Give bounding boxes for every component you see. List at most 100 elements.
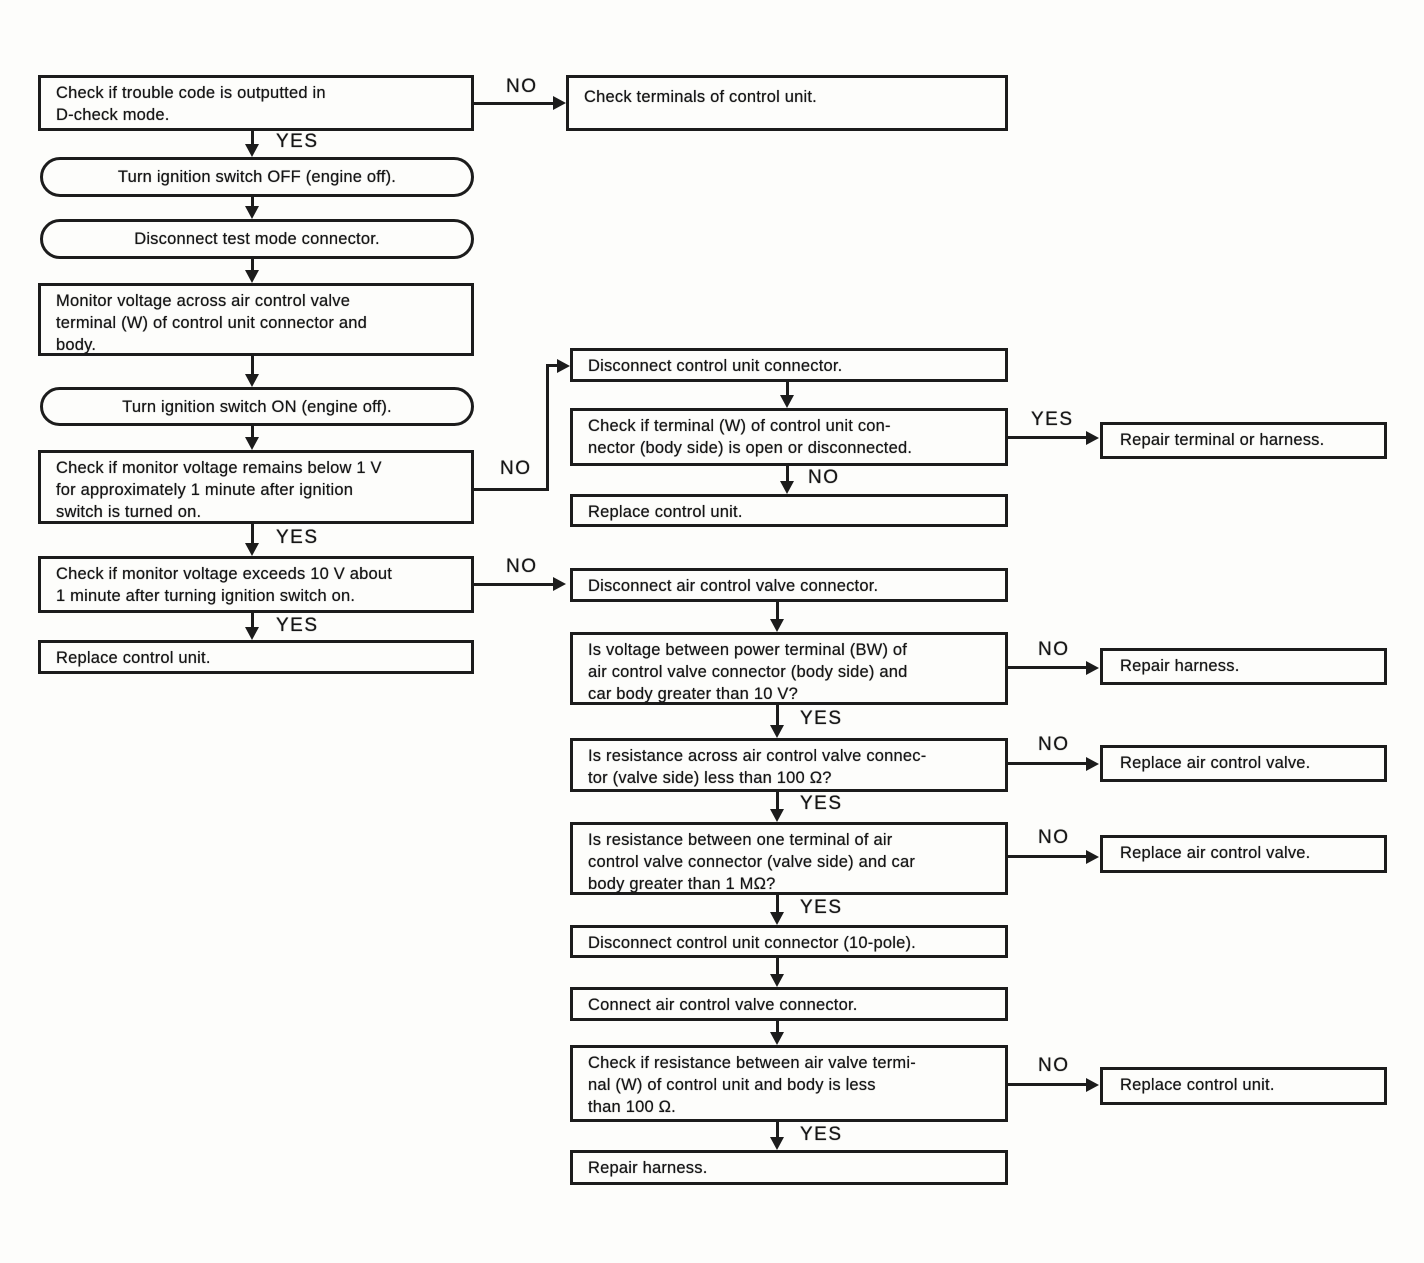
node-text: Turn ignition switch OFF (engine off).	[117, 168, 397, 186]
node-text: Check if monitor voltage remains below 1…	[56, 459, 382, 521]
flow-line-vertical	[251, 524, 254, 544]
edge-label-no: NO	[500, 458, 532, 479]
node-disconnect-acv-connector: Disconnect air control valve connector.	[570, 568, 1008, 602]
arrow-down-icon	[245, 374, 259, 387]
node-text: Check if terminal (W) of control unit co…	[588, 417, 913, 457]
node-text: Check terminals of control unit.	[584, 88, 817, 106]
edge-label-yes: YES	[800, 1124, 843, 1145]
flow-line-vertical	[776, 895, 779, 913]
edge-label-yes: YES	[800, 793, 843, 814]
node-connect-acv: Connect air control valve connector.	[570, 987, 1008, 1021]
node-text: Replace air control valve.	[1120, 754, 1311, 772]
arrow-down-icon	[770, 974, 784, 987]
node-text: Disconnect control unit connector (10-po…	[588, 934, 916, 952]
node-text: Check if monitor voltage exceeds 10 V ab…	[56, 565, 393, 605]
node-check-below-1v: Check if monitor voltage remains below 1…	[38, 450, 474, 524]
flow-line-horizontal	[474, 488, 549, 491]
flow-line-vertical	[251, 356, 254, 375]
flow-line-vertical	[251, 613, 254, 628]
node-repair-harness-bottom: Repair harness.	[570, 1150, 1008, 1185]
node-check-resistance-air-valve: Check if resistance between air valve te…	[570, 1045, 1008, 1122]
node-text: Check if trouble code is outputted in D-…	[56, 84, 326, 124]
node-text: Replace control unit.	[588, 503, 743, 521]
node-text: Disconnect control unit connector.	[588, 357, 843, 375]
arrow-right-icon	[553, 96, 566, 110]
node-repair-harness-right: Repair harness.	[1100, 648, 1387, 685]
node-disconnect-cu-10pole: Disconnect control unit connector (10-po…	[570, 925, 1008, 958]
node-text: Replace control unit.	[1120, 1076, 1275, 1094]
node-resistance-across-valve: Is resistance across air control valve c…	[570, 738, 1008, 792]
node-text: Is voltage between power terminal (BW) o…	[588, 641, 908, 703]
node-turn-ignition-on: Turn ignition switch ON (engine off).	[40, 387, 474, 426]
node-text: Disconnect air control valve connector.	[588, 577, 879, 595]
flow-line-vertical	[786, 382, 789, 396]
node-replace-acv-1: Replace air control valve.	[1100, 745, 1387, 782]
arrow-down-icon	[770, 619, 784, 632]
arrow-down-icon	[770, 725, 784, 738]
arrow-down-icon	[245, 543, 259, 556]
node-text: Connect air control valve connector.	[588, 996, 858, 1014]
edge-label-no: NO	[506, 556, 538, 577]
node-text: Is resistance between one terminal of ai…	[588, 831, 916, 893]
flow-line-vertical	[251, 197, 254, 207]
node-replace-control-unit-right: Replace control unit.	[1100, 1067, 1387, 1105]
flow-line-vertical	[251, 426, 254, 438]
flow-line-horizontal	[1008, 855, 1087, 858]
arrow-right-icon	[1086, 757, 1099, 771]
arrow-down-icon	[780, 481, 794, 494]
arrow-down-icon	[770, 809, 784, 822]
arrow-down-icon	[770, 1032, 784, 1045]
node-text: Turn ignition switch ON (engine off).	[122, 397, 392, 416]
arrow-right-icon	[1086, 850, 1099, 864]
node-text: Is resistance across air control valve c…	[588, 747, 927, 787]
node-text: Repair terminal or harness.	[1120, 431, 1325, 449]
edge-label-no: NO	[1038, 1055, 1070, 1076]
flow-line-vertical	[776, 602, 779, 620]
node-text: Check if resistance between air valve te…	[588, 1054, 916, 1116]
flow-line-vertical	[251, 131, 254, 145]
flow-line-horizontal	[474, 102, 556, 105]
node-replace-control-unit-mid: Replace control unit.	[570, 494, 1008, 527]
node-text: Repair harness.	[588, 1159, 708, 1177]
arrow-right-icon	[1086, 661, 1099, 675]
arrow-down-icon	[770, 1137, 784, 1150]
node-text: Replace air control valve.	[1120, 844, 1311, 862]
arrow-down-icon	[245, 437, 259, 450]
node-check-trouble-code: Check if trouble code is outputted in D-…	[38, 75, 474, 131]
edge-label-no: NO	[1038, 827, 1070, 848]
flow-line-horizontal	[546, 364, 558, 367]
flow-line-vertical	[786, 466, 789, 482]
arrow-right-icon	[1086, 1078, 1099, 1092]
flow-line-horizontal	[1008, 762, 1087, 765]
flow-line-vertical	[776, 1021, 779, 1033]
edge-label-no: NO	[1038, 734, 1070, 755]
edge-label-yes: YES	[800, 708, 843, 729]
edge-label-yes: YES	[276, 527, 319, 548]
node-disconnect-cu-connector: Disconnect control unit connector.	[570, 348, 1008, 382]
node-text: Monitor voltage across air control valve…	[56, 292, 368, 354]
flow-line-vertical	[776, 958, 779, 975]
flow-line-vertical	[546, 364, 549, 491]
arrow-down-icon	[245, 206, 259, 219]
flow-line-horizontal	[474, 583, 556, 586]
node-check-terminal-w: Check if terminal (W) of control unit co…	[570, 408, 1008, 466]
node-repair-terminal-or-harness: Repair terminal or harness.	[1100, 422, 1387, 459]
arrow-down-icon	[780, 395, 794, 408]
node-text: Repair harness.	[1120, 657, 1240, 675]
flow-line-horizontal	[1008, 1083, 1087, 1086]
edge-label-no: NO	[808, 467, 840, 488]
node-voltage-power-terminal: Is voltage between power terminal (BW) o…	[570, 632, 1008, 705]
arrow-right-icon	[1086, 431, 1099, 445]
edge-label-yes: YES	[1031, 409, 1074, 430]
arrow-down-icon	[245, 627, 259, 640]
node-monitor-voltage: Monitor voltage across air control valve…	[38, 283, 474, 356]
edge-label-yes: YES	[800, 897, 843, 918]
flow-line-vertical	[776, 705, 779, 726]
edge-label-no: NO	[1038, 639, 1070, 660]
flow-line-vertical	[776, 1122, 779, 1138]
node-check-terminals: Check terminals of control unit.	[566, 75, 1008, 131]
node-resistance-one-terminal: Is resistance between one terminal of ai…	[570, 822, 1008, 895]
edge-label-yes: YES	[276, 131, 319, 152]
arrow-right-icon	[553, 577, 566, 591]
